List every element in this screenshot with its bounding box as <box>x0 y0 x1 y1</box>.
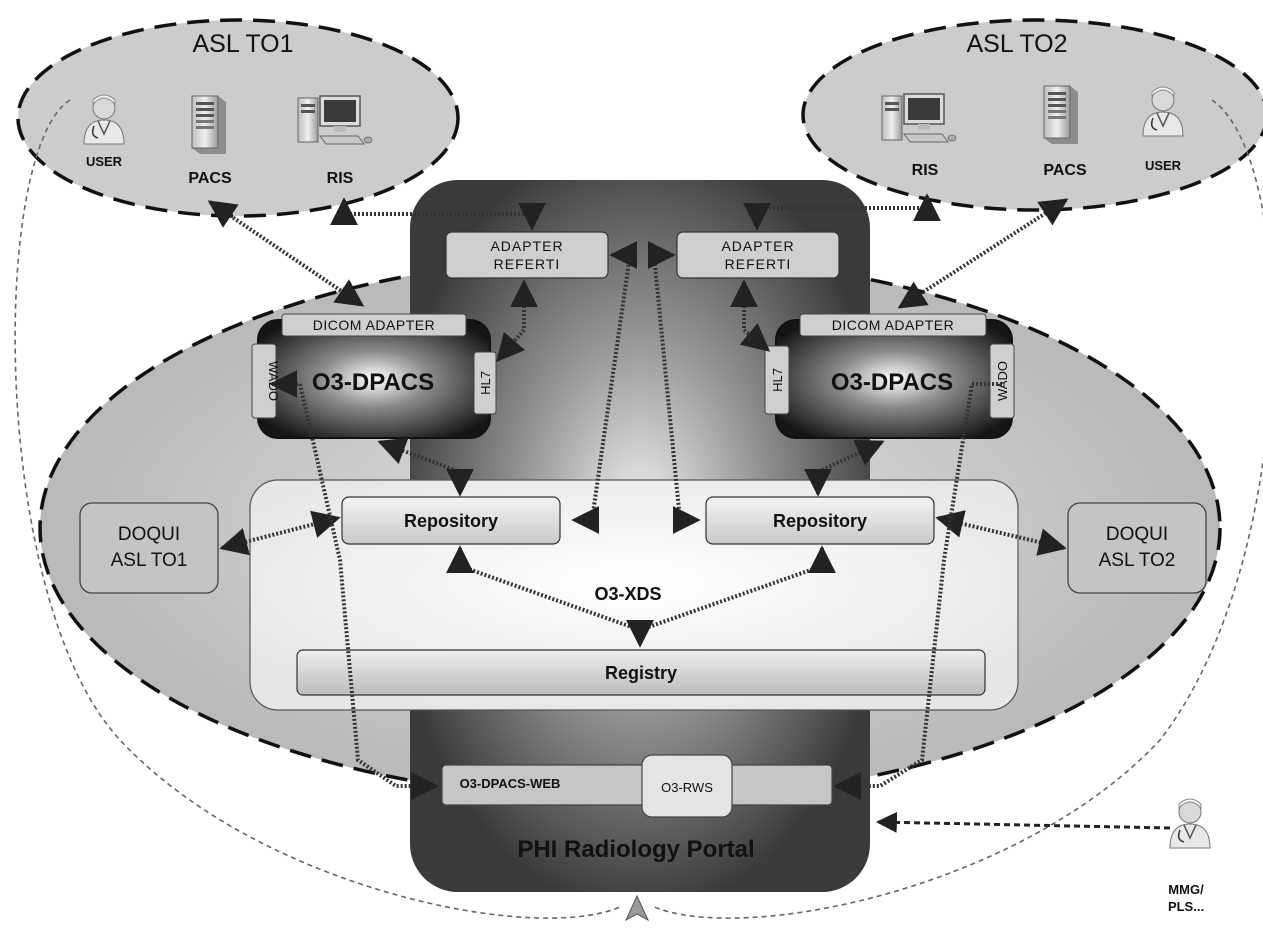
connector-pacs2-dicom <box>897 198 1069 309</box>
doqui-right-line2: ASL TO2 <box>1099 550 1176 571</box>
dpacs-right-wado-box <box>989 343 1015 419</box>
asl-to2-ris-label: RIS <box>912 162 939 179</box>
adapter-referti-left-line2: REFERTI <box>494 256 561 272</box>
thin-curves <box>14 99 1263 919</box>
doqui-right-box <box>1067 502 1207 594</box>
asl-to1-group: ASL TO1 USER PACS RIS <box>16 18 460 218</box>
registry-label: Registry <box>605 663 677 683</box>
external-user-line1: MMG/ <box>1168 882 1204 897</box>
o3-xds-title: O3-XDS <box>594 584 661 604</box>
connectors <box>207 193 1069 800</box>
dpacs-left-dicom-label: DICOM ADAPTER <box>313 317 435 333</box>
external-user-icon <box>1169 798 1211 849</box>
portal-rws-box <box>641 754 733 818</box>
connector-repo2-registry <box>639 545 836 632</box>
asl-to2-pacs-label: PACS <box>1043 162 1087 179</box>
dpacs-right: DICOM ADAPTER HL7 WADO O3-DPACS <box>764 313 1015 439</box>
dpacs-left-dicom-box <box>281 313 467 337</box>
repository-right-label: Repository <box>773 511 867 531</box>
curve-user1-portal <box>14 99 623 919</box>
portal-rws-label: O3-RWS <box>661 780 713 795</box>
doqui-right-line1: DOQUI <box>1106 524 1168 545</box>
portal-web-label: O3-DPACS-WEB <box>460 776 561 791</box>
repository-left-label: Repository <box>404 511 498 531</box>
dpacs-left-wado-label: WADO <box>266 361 281 401</box>
connector-dpacs2-repo2 <box>804 440 885 497</box>
doqui-left-box <box>79 502 219 594</box>
dpacs-left-title: O3-DPACS <box>312 369 434 396</box>
connector-doqui2-repo2 <box>935 510 1067 556</box>
repository-right-box <box>705 496 935 545</box>
connector-adapter2-hl7 <box>730 279 771 352</box>
connector-adapter1-repo2 <box>571 241 638 534</box>
asl-to1-pacs-label: PACS <box>188 170 232 187</box>
asl-to2-title: ASL TO2 <box>967 30 1068 58</box>
portal-web-bar <box>441 764 833 806</box>
dpacs-right-hl7-box <box>764 345 790 415</box>
asl-to2-group: ASL TO2 RIS PACS USER <box>801 18 1263 212</box>
asl-to1-title: ASL TO1 <box>193 30 294 58</box>
connector-wado1-web <box>269 370 439 800</box>
adapter-referti-right-line2: REFERTI <box>725 256 792 272</box>
asl-to1-user-label: USER <box>86 154 123 169</box>
asl-to1-ellipse <box>16 18 460 218</box>
connector-repo1-registry <box>446 545 641 632</box>
connector-external-user-portal <box>875 811 1171 833</box>
dpacs-left-hl7-box <box>473 351 497 415</box>
dpacs-left: DICOM ADAPTER WADO HL7 O3-DPACS <box>251 313 497 439</box>
asl-to2-user-label: USER <box>1145 158 1182 173</box>
dpacs-right-dicom-box <box>799 313 987 337</box>
connector-ris1-adapter <box>330 197 546 231</box>
dpacs-right-title: O3-DPACS <box>831 369 953 396</box>
external-user-line2: PLS... <box>1168 899 1204 914</box>
dpacs-right-dicom-label: DICOM ADAPTER <box>832 317 954 333</box>
adapter-referti-left-line1: ADAPTER <box>490 238 563 254</box>
asl-to1-ris-label: RIS <box>327 170 354 187</box>
dpacs-right-wado-label: WADO <box>995 361 1010 401</box>
doqui-left-line1: DOQUI <box>118 524 180 545</box>
dpacs-left-hl7-label: HL7 <box>478 371 493 395</box>
adapter-referti-right-line1: ADAPTER <box>721 238 794 254</box>
connector-wado2-web <box>833 382 1002 800</box>
dpacs-right-hl7-label: HL7 <box>770 368 785 392</box>
asl-to2-pacs-icon <box>1043 85 1079 145</box>
portal-title: PHI Radiology Portal <box>517 836 754 863</box>
doqui-left-line2: ASL TO1 <box>111 550 188 571</box>
connector-pacs1-dicom <box>207 200 365 307</box>
asl-to1-pacs-icon <box>191 95 227 155</box>
connector-adapter2-repo1 <box>647 241 701 534</box>
portal-bottom-arrowhead <box>624 894 650 922</box>
connector-adapter1-hl7 <box>496 279 538 363</box>
